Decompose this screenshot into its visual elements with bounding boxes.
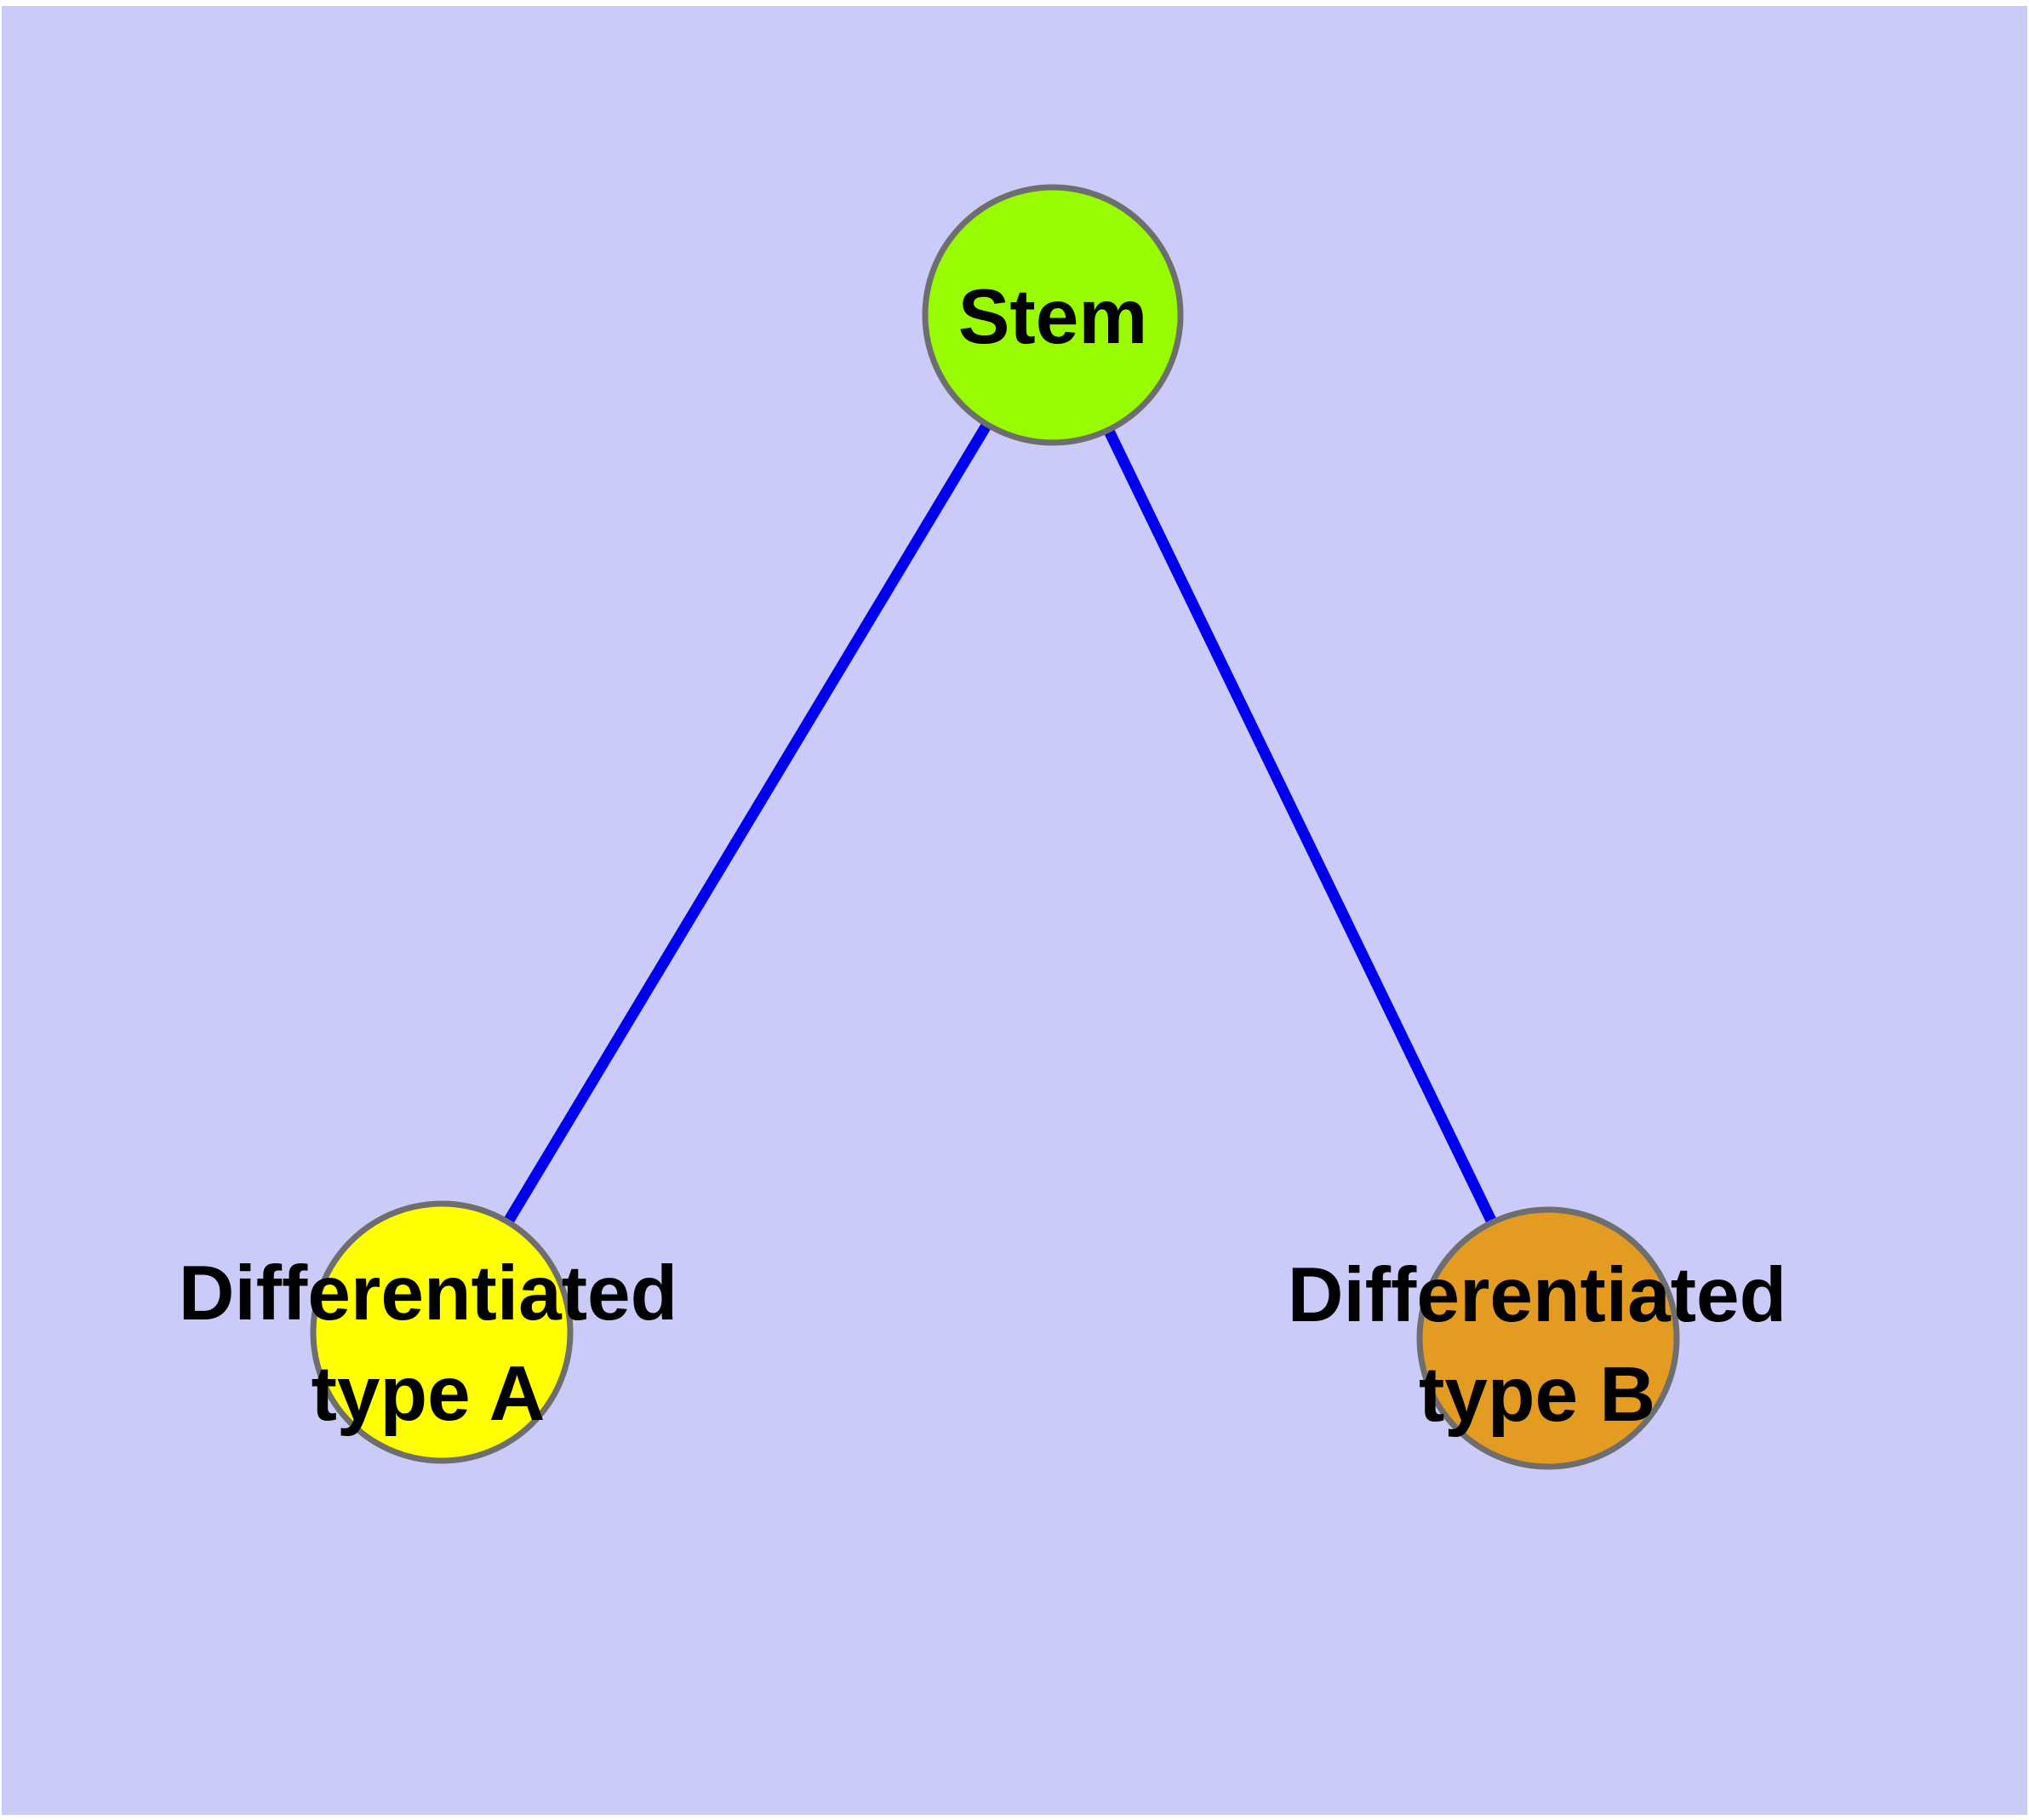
edge-stem-to-type-a xyxy=(437,312,1058,1336)
type-a-node-label-line2: type A xyxy=(311,1351,546,1437)
label-layer: Stem Differentiated type A Differentiate… xyxy=(179,274,1787,1438)
type-a-node-label-line1: Differentiated xyxy=(179,1251,678,1336)
edge-layer xyxy=(437,312,1553,1341)
stem-node-label: Stem xyxy=(958,274,1148,360)
edge-stem-to-type-b xyxy=(1048,312,1553,1341)
type-b-node-label-line2: type B xyxy=(1419,1352,1655,1438)
type-b-node-label-line1: Differentiated xyxy=(1288,1252,1787,1338)
node-stem xyxy=(922,184,1184,446)
node-type-b xyxy=(1416,1206,1680,1470)
node-type-a xyxy=(310,1200,574,1464)
node-layer xyxy=(310,184,1680,1470)
